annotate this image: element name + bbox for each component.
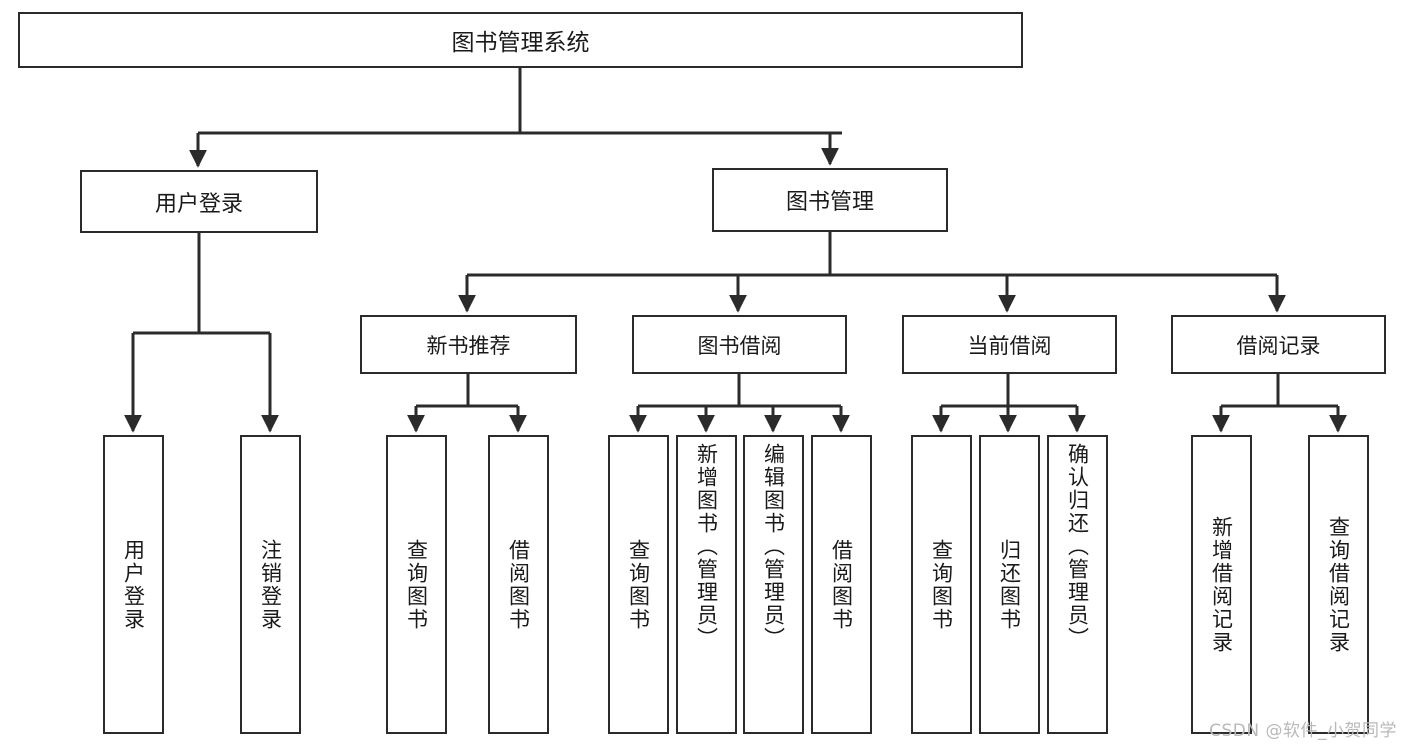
leaf-book-borrow-add[interactable]: 新增图书（管理员） xyxy=(676,435,737,734)
leaf-book-borrow-borrow[interactable]: 借阅图书 xyxy=(811,435,872,734)
leaf-label: 借阅图书 xyxy=(829,538,854,631)
node-root[interactable]: 图书管理系统 xyxy=(18,12,1023,68)
leaf-label: 确认归还（管理员） xyxy=(1065,443,1090,650)
node-new-book-recommend-label: 新书推荐 xyxy=(426,333,511,358)
leaf-new-book-borrow[interactable]: 借阅图书 xyxy=(488,435,549,734)
leaf-label: 新增图书（管理员） xyxy=(694,443,719,650)
node-book-borrow-label: 图书借阅 xyxy=(697,333,782,358)
leaf-new-book-query[interactable]: 查询图书 xyxy=(386,435,447,734)
leaf-current-borrow-confirm-return[interactable]: 确认归还（管理员） xyxy=(1047,435,1108,734)
leaf-borrow-record-add[interactable]: 新增借阅记录 xyxy=(1191,435,1252,734)
leaf-current-borrow-return[interactable]: 归还图书 xyxy=(979,435,1040,734)
leaf-label: 查询图书 xyxy=(929,538,954,631)
leaf-user-login-login[interactable]: 用户登录 xyxy=(103,435,164,734)
node-book-borrow[interactable]: 图书借阅 xyxy=(632,315,847,374)
node-borrow-record[interactable]: 借阅记录 xyxy=(1171,315,1386,374)
node-current-borrow-label: 当前借阅 xyxy=(967,333,1052,358)
node-current-borrow[interactable]: 当前借阅 xyxy=(902,315,1117,374)
node-book-management[interactable]: 图书管理 xyxy=(712,168,948,232)
node-borrow-record-label: 借阅记录 xyxy=(1236,333,1321,358)
leaf-book-borrow-edit[interactable]: 编辑图书（管理员） xyxy=(743,435,804,734)
leaf-label: 新增借阅记录 xyxy=(1209,515,1234,654)
leaf-label: 查询图书 xyxy=(626,538,651,631)
leaf-borrow-record-query[interactable]: 查询借阅记录 xyxy=(1308,435,1369,734)
node-root-label: 图书管理系统 xyxy=(451,30,590,56)
leaf-label: 借阅图书 xyxy=(506,538,531,631)
watermark: CSDN @软件_小贺同学 xyxy=(1209,721,1397,741)
leaf-book-borrow-query[interactable]: 查询图书 xyxy=(608,435,669,734)
leaf-label: 查询图书 xyxy=(404,538,429,631)
node-book-management-label: 图书管理 xyxy=(785,190,874,215)
node-user-login[interactable]: 用户登录 xyxy=(80,170,318,233)
node-user-login-label: 用户登录 xyxy=(154,191,243,217)
leaf-label: 查询借阅记录 xyxy=(1326,515,1351,654)
leaf-label: 用户登录 xyxy=(121,538,146,631)
leaf-label: 编辑图书（管理员） xyxy=(761,443,786,650)
leaf-current-borrow-query[interactable]: 查询图书 xyxy=(911,435,972,734)
leaf-user-login-logout[interactable]: 注销登录 xyxy=(240,435,301,734)
leaf-label: 注销登录 xyxy=(258,538,283,631)
node-new-book-recommend[interactable]: 新书推荐 xyxy=(360,315,577,374)
leaf-label: 归还图书 xyxy=(997,538,1022,631)
